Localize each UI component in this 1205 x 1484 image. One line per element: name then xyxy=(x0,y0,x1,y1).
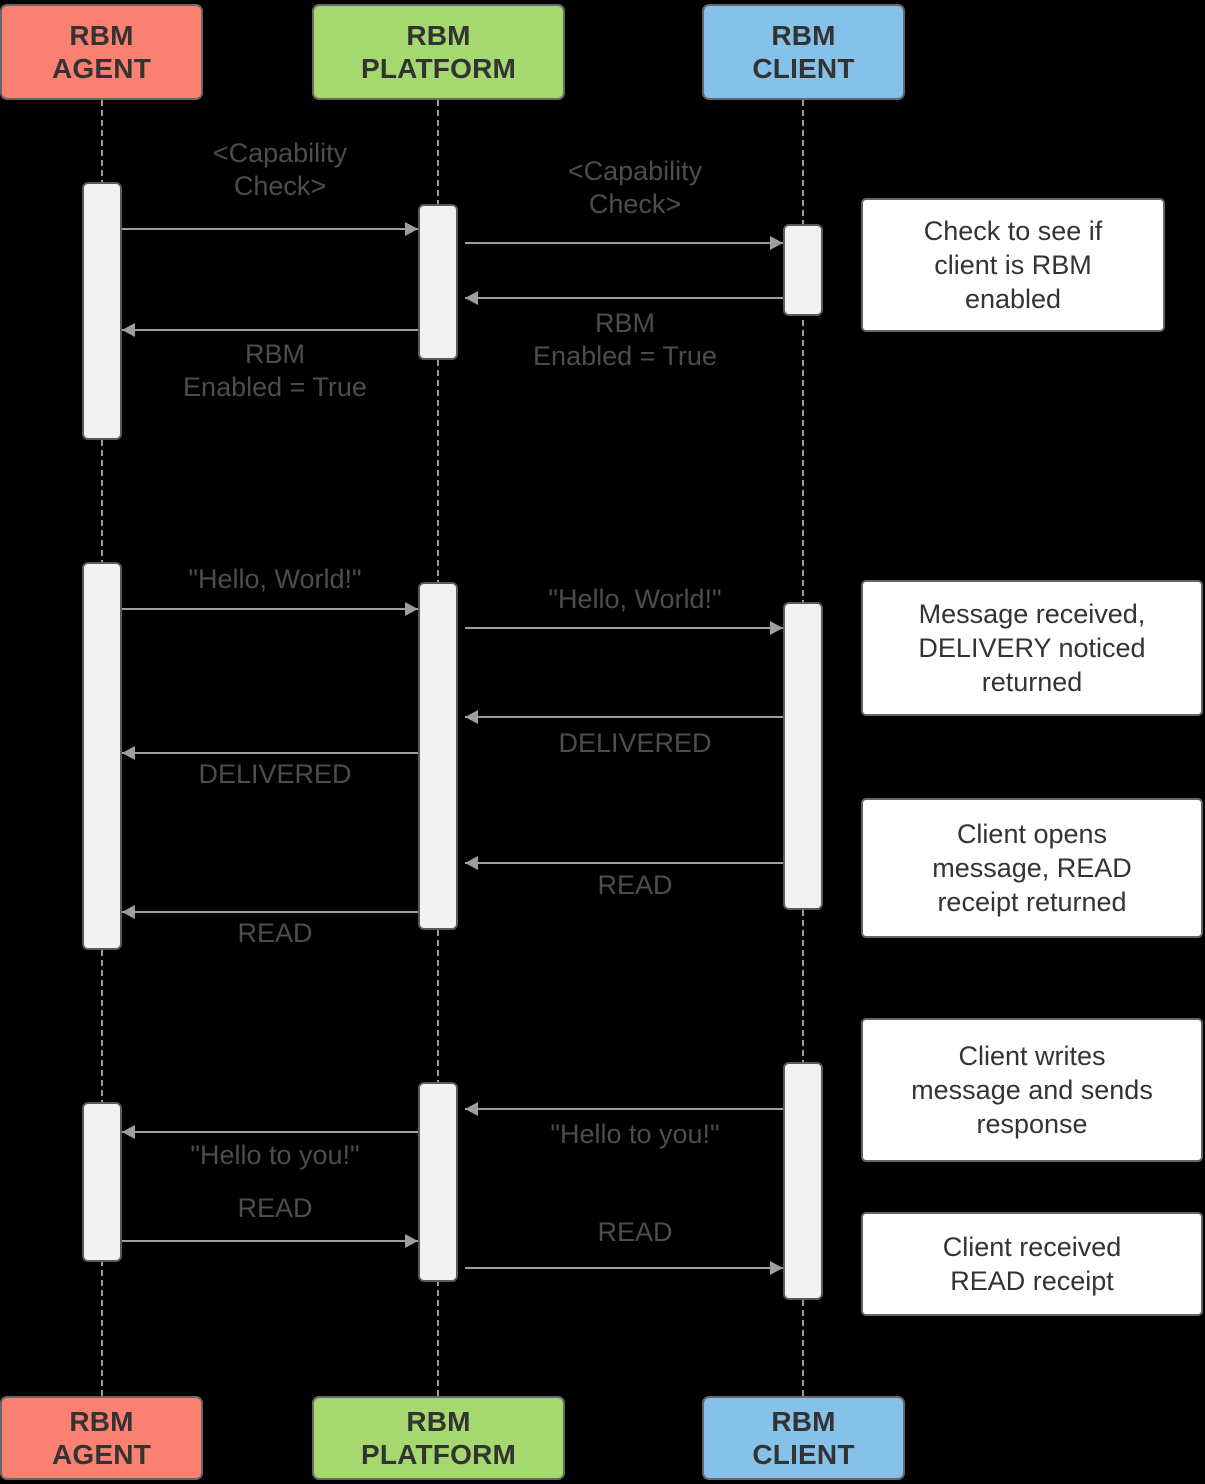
message-line-m11[interactable] xyxy=(465,1108,783,1110)
message-arrowhead-m11 xyxy=(465,1102,478,1116)
participant-label-line2: AGENT xyxy=(52,53,151,84)
note-note-3[interactable]: Client opens message, READ receipt retur… xyxy=(861,798,1203,938)
message-arrowhead-m8 xyxy=(122,746,135,760)
message-label-m5: "Hello, World!" xyxy=(188,564,362,594)
activation-bar-client-a3[interactable] xyxy=(783,1062,823,1300)
activation-bar-platform-a1[interactable] xyxy=(418,204,458,360)
message-line-m12[interactable] xyxy=(122,1131,418,1133)
activation-bar-agent-a3[interactable] xyxy=(82,1102,122,1262)
message-arrowhead-m6 xyxy=(770,621,783,635)
participant-label-line1: RBM xyxy=(69,1405,134,1437)
participant-label-line1: RBM xyxy=(406,19,471,51)
message-arrowhead-m5 xyxy=(405,602,418,616)
message-line-m9[interactable] xyxy=(465,862,783,864)
message-line-m2[interactable] xyxy=(465,242,783,244)
activation-bar-agent-a2[interactable] xyxy=(82,562,122,950)
participant-label-line1: RBM xyxy=(771,1405,836,1437)
message-label-m9: READ xyxy=(597,870,673,900)
message-arrowhead-m4 xyxy=(122,323,135,337)
activation-bar-agent-a1[interactable] xyxy=(82,182,122,440)
message-line-m8[interactable] xyxy=(122,752,418,754)
message-label-m14: READ xyxy=(597,1217,673,1247)
message-label-m2: <Capability Check> xyxy=(567,156,703,219)
activation-bar-platform-a2[interactable] xyxy=(418,582,458,930)
message-arrowhead-m9 xyxy=(465,856,478,870)
message-arrowhead-m7 xyxy=(465,710,478,724)
message-line-m10[interactable] xyxy=(122,911,418,913)
message-arrowhead-m1 xyxy=(405,222,418,236)
note-note-4[interactable]: Client writes message and sends response xyxy=(861,1018,1203,1162)
message-arrowhead-m3 xyxy=(465,291,478,305)
participant-label-line1: RBM xyxy=(406,1405,471,1437)
note-note-5[interactable]: Client received READ receipt xyxy=(861,1212,1203,1316)
message-line-m14[interactable] xyxy=(465,1267,783,1269)
message-line-m3[interactable] xyxy=(465,297,783,299)
activation-bar-client-a1[interactable] xyxy=(783,224,823,316)
message-arrowhead-m12 xyxy=(122,1125,135,1139)
message-label-m13: READ xyxy=(237,1193,313,1223)
activation-bar-platform-a3[interactable] xyxy=(418,1082,458,1282)
message-label-m1: <Capability Check> xyxy=(212,138,348,201)
message-line-m4[interactable] xyxy=(122,329,418,331)
message-label-m7: DELIVERED xyxy=(558,728,712,758)
activation-bar-client-a2[interactable] xyxy=(783,602,823,910)
message-label-m3: RBM Enabled = True xyxy=(533,308,717,371)
message-label-m11: "Hello to you!" xyxy=(550,1119,720,1149)
message-arrowhead-m14 xyxy=(770,1261,783,1275)
note-text: Client opens message, READ receipt retur… xyxy=(932,818,1132,917)
message-line-m5[interactable] xyxy=(122,608,418,610)
message-label-m12: "Hello to you!" xyxy=(190,1140,360,1170)
participant-label-line2: CLIENT xyxy=(752,53,855,84)
participant-label-line2: AGENT xyxy=(52,1439,151,1470)
participant-label-line2: PLATFORM xyxy=(360,1439,517,1470)
message-label-m6: "Hello, World!" xyxy=(548,584,722,614)
note-note-1[interactable]: Check to see if client is RBM enabled xyxy=(861,198,1165,332)
note-text: Message received, DELIVERY noticed retur… xyxy=(918,598,1146,697)
note-text: Check to see if client is RBM enabled xyxy=(923,215,1103,314)
message-arrowhead-m2 xyxy=(770,236,783,250)
message-line-m7[interactable] xyxy=(465,716,783,718)
message-label-m8: DELIVERED xyxy=(198,759,352,789)
participant-label-line2: PLATFORM xyxy=(360,53,517,84)
message-arrowhead-m13 xyxy=(405,1234,418,1248)
message-line-m1[interactable] xyxy=(122,228,418,230)
note-note-2[interactable]: Message received, DELIVERY noticed retur… xyxy=(861,580,1203,716)
message-line-m6[interactable] xyxy=(465,627,783,629)
message-label-m4: RBM Enabled = True xyxy=(183,339,367,402)
participant-label-line2: CLIENT xyxy=(752,1439,855,1470)
message-arrowhead-m10 xyxy=(122,905,135,919)
participant-label-line1: RBM xyxy=(69,19,134,51)
message-line-m13[interactable] xyxy=(122,1240,418,1242)
participant-label-line1: RBM xyxy=(771,19,836,51)
note-text: Client writes message and sends response xyxy=(911,1040,1153,1139)
message-label-m10: READ xyxy=(237,918,313,948)
note-text: Client received READ receipt xyxy=(942,1231,1122,1296)
